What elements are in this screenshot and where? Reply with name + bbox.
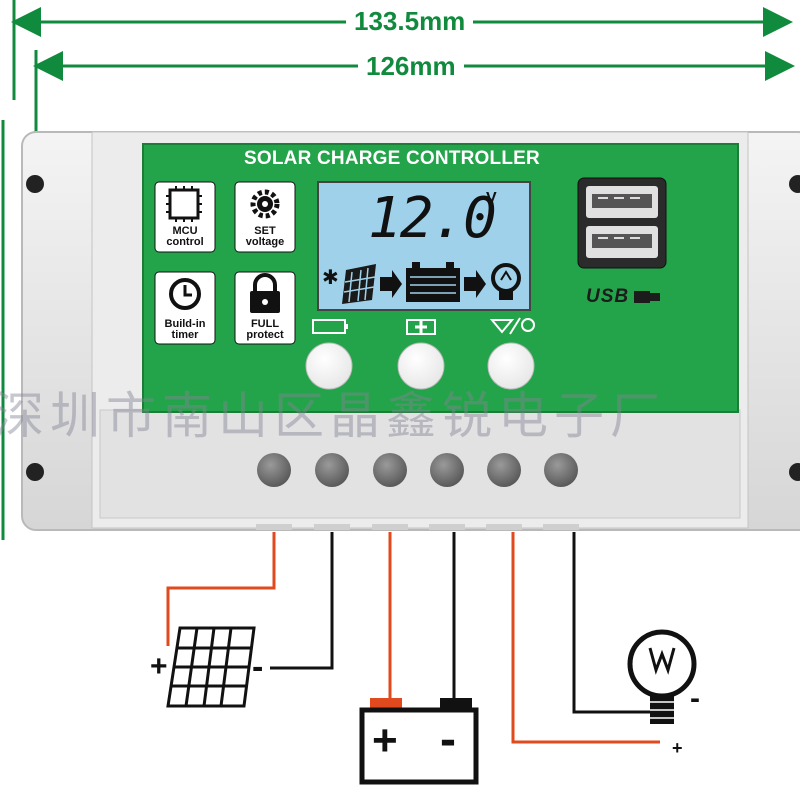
inner-width-label: 126mm [358, 51, 464, 82]
panel-title: SOLAR CHARGE CONTROLLER [244, 148, 540, 169]
solar-panel-icon: ✱ [322, 264, 376, 304]
arrow-right-icon [464, 270, 486, 298]
outer-width-label: 133.5mm [346, 6, 474, 37]
battery-icon [359, 698, 479, 785]
battery-minus-sign: - [440, 713, 456, 766]
mcu-control-tile [154, 181, 216, 253]
set-voltage-tile [234, 181, 296, 253]
battery-wires [388, 532, 456, 700]
build-in-timer-tile [154, 271, 216, 345]
mount-hole [789, 175, 800, 193]
terminal-screw [257, 453, 291, 487]
terminal-screw [430, 453, 464, 487]
usb-ports [577, 177, 667, 269]
solar-panel-icon [166, 626, 256, 708]
load-wires [511, 532, 660, 744]
watermark: 深圳市南山区晶鑫锐电子厂 [0, 387, 666, 445]
lamp-icon [627, 629, 697, 724]
menu-button[interactable] [305, 342, 353, 390]
load-plus-sign: + [672, 738, 683, 758]
minus-lamp-icon [489, 317, 535, 335]
usb-plug-icon [634, 291, 660, 303]
lamp-icon [491, 263, 521, 300]
battery-plus-sign: + [372, 716, 398, 765]
arrow-right-icon [380, 270, 402, 298]
solar-minus-sign: - [252, 648, 264, 686]
battery-icon [406, 262, 460, 302]
terminal-screw [544, 453, 578, 487]
battery-outline-icon [312, 319, 348, 334]
lcd-voltage-reading: 12.0 [368, 186, 497, 251]
lcd-voltage-unit: V [486, 190, 497, 207]
mount-hole [26, 175, 44, 193]
lcd-display: ✱ [317, 181, 531, 311]
up-button[interactable] [397, 342, 445, 390]
usb-label: USB [586, 286, 630, 307]
solar-wires [166, 532, 334, 670]
mount-hole [789, 463, 800, 481]
down-button[interactable] [487, 342, 535, 390]
load-minus-sign: - [690, 682, 700, 715]
terminal-screw [487, 453, 521, 487]
solar-plus-sign: + [150, 650, 168, 683]
full-protect-tile [234, 271, 296, 345]
svg-text:✱: ✱ [322, 265, 339, 289]
terminal-screw [315, 453, 349, 487]
terminal-screw [373, 453, 407, 487]
terminal-block [256, 453, 579, 530]
plus-icon [406, 319, 436, 335]
mount-hole [26, 463, 44, 481]
